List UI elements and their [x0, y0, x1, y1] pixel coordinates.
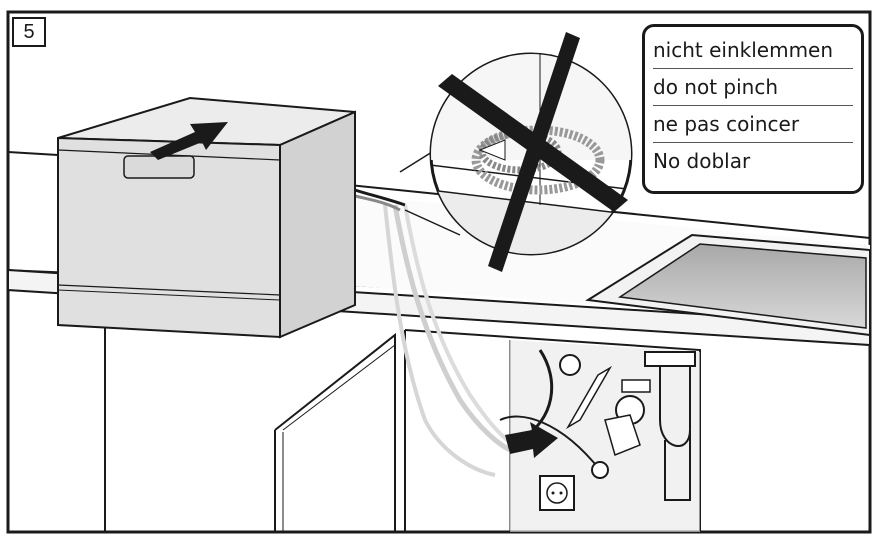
- warning-text-fr: ne pas coincer: [653, 106, 853, 143]
- push-arrow-hose-icon: [505, 422, 558, 458]
- water-tap-icon: [499, 349, 645, 479]
- drain-pipe-icon: [621, 351, 696, 501]
- warning-text-de: nicht einklemmen: [653, 32, 853, 69]
- step-number-badge: 5: [12, 17, 46, 47]
- prohibition-cross-icon: [438, 32, 628, 272]
- warning-text-en: do not pinch: [653, 69, 853, 106]
- warning-text-es: No doblar: [653, 149, 751, 173]
- step-number: 5: [23, 20, 35, 43]
- hose-icon: [354, 188, 516, 477]
- dishwasher: [57, 96, 356, 339]
- sink: [585, 233, 871, 337]
- arrow-icon: [150, 122, 228, 160]
- power-socket-icon: [539, 475, 575, 511]
- warning-label-box: nicht einklemmen do not pinch ne pas coi…: [642, 24, 864, 194]
